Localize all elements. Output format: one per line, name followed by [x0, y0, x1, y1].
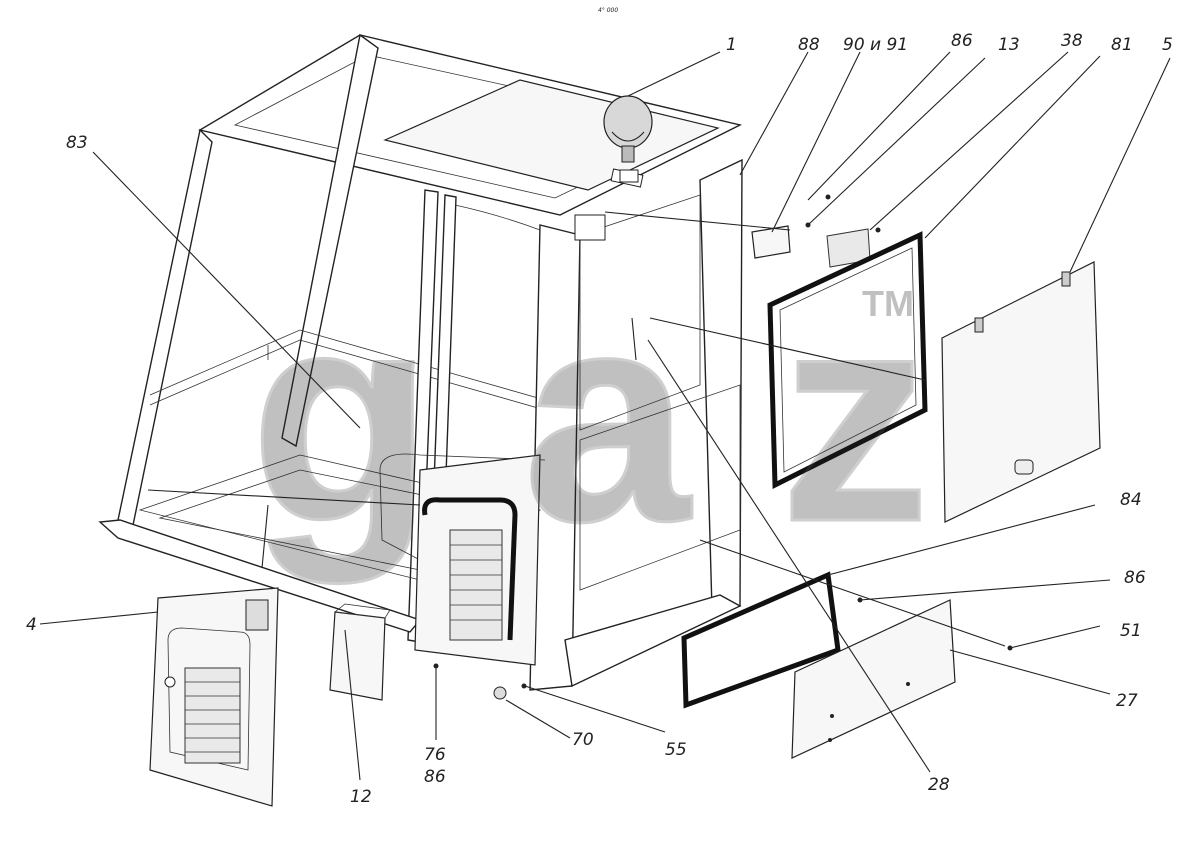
callout-84: 84	[1120, 490, 1142, 510]
callout-4: 4	[26, 615, 37, 635]
callout-83: 83	[66, 133, 88, 153]
callout-28: 28	[928, 775, 950, 795]
callout-55: 55	[665, 740, 687, 760]
front-left-pillar	[117, 128, 213, 532]
leader-dots	[433, 194, 1013, 689]
callout-86-bottom: 86	[424, 767, 446, 787]
leader-lines	[39, 51, 1171, 781]
watermark: gaz TM	[249, 247, 932, 588]
callout-1: 1	[726, 35, 737, 55]
door-seal	[422, 497, 518, 641]
callout-76: 76	[424, 745, 446, 765]
callout-81: 81	[1111, 35, 1133, 55]
callout-13: 13	[998, 35, 1020, 55]
roof-panel	[383, 79, 720, 191]
rear-left-pillar	[281, 33, 379, 448]
callout-86-right: 86	[1124, 568, 1146, 588]
callout-5: 5	[1162, 35, 1173, 55]
lower-glass-27	[791, 599, 956, 759]
callout-27: 27	[1116, 691, 1138, 711]
callout-51: 51	[1120, 621, 1142, 641]
door-panel-4	[149, 587, 279, 807]
svg-text:gaz: gaz	[250, 248, 930, 586]
plate-88	[751, 225, 791, 259]
watermark-tm: TM	[862, 283, 914, 324]
header-code: 4° 000	[598, 7, 618, 14]
rear-window-seal-81	[767, 231, 928, 489]
lower-seal-84	[681, 571, 841, 709]
callout-90-91: 90 и 91	[843, 35, 908, 55]
callout-70: 70	[572, 730, 594, 750]
bracket-12	[329, 603, 391, 701]
bottom-sill	[98, 519, 422, 633]
callout-labels: 1 88 90 и 91 86 13 38 81 5 83 84 86 51 2…	[26, 31, 1173, 807]
cab-frame	[98, 33, 743, 700]
callout-12: 12	[350, 787, 372, 807]
callout-38: 38	[1061, 31, 1083, 51]
callout-86-top: 86	[951, 31, 973, 51]
door-inner-grille	[449, 529, 503, 641]
rear-glass-5	[941, 261, 1101, 523]
callout-88: 88	[798, 35, 820, 55]
part-70	[493, 686, 507, 700]
